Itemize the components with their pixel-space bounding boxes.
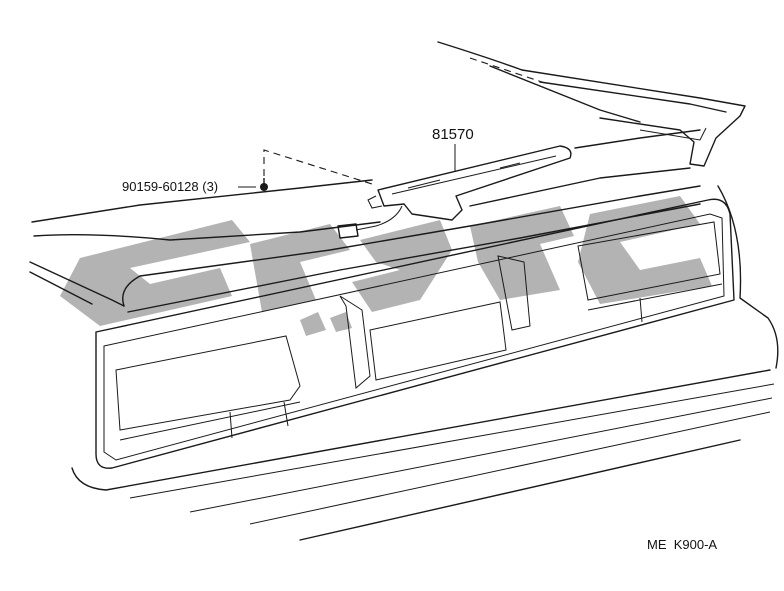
trunk-lid-upper-edge <box>437 41 523 71</box>
license-recess <box>369 301 507 381</box>
left-quarter-panel <box>29 261 125 307</box>
rear-bumper-line-3 <box>249 411 771 525</box>
lid-lower-edge <box>122 185 701 307</box>
rear-bumper-line-1 <box>129 383 775 499</box>
lamp-connector <box>337 223 359 239</box>
left-tail-lamp <box>115 335 301 431</box>
rear-bumper-upper <box>71 369 771 491</box>
trunk-lid-rear-edge-right <box>574 129 701 149</box>
trunk-lid-face-right <box>469 167 691 207</box>
figure-code: ME K900-A <box>647 537 717 552</box>
rear-bumper-line-2 <box>189 397 773 513</box>
screw-icon <box>260 178 268 191</box>
tail-lamp-panel-inner <box>103 213 725 461</box>
high-mount-stop-lamp <box>367 145 572 221</box>
right-tail-lamp-lower <box>587 283 723 323</box>
spoiler-lower-edge <box>539 81 727 113</box>
stop-lamp-part-number: 81570 <box>432 126 474 143</box>
screw-position-line <box>263 149 373 185</box>
center-garnish-left <box>339 295 371 389</box>
center-garnish-right <box>497 255 531 331</box>
lamp-wire <box>355 205 403 231</box>
spoiler-inner-line <box>639 127 707 141</box>
rear-bumper-lower <box>299 439 741 541</box>
tail-lamp-panel <box>95 198 735 469</box>
rear-spoiler <box>521 69 746 167</box>
right-quarter-panel <box>717 185 779 369</box>
trunk-lid-rear-edge <box>31 179 373 223</box>
trunk-lid-face-upper <box>33 221 381 241</box>
left-tail-lamp-lens-lower <box>119 401 301 441</box>
trunk-lid-hidden-edge <box>469 57 549 85</box>
watermark-logo <box>60 196 712 336</box>
right-tail-lamp <box>577 221 721 301</box>
screw-part-number: 90159-60128 (3) <box>122 179 218 194</box>
trunk-lid-top-line <box>489 65 641 123</box>
